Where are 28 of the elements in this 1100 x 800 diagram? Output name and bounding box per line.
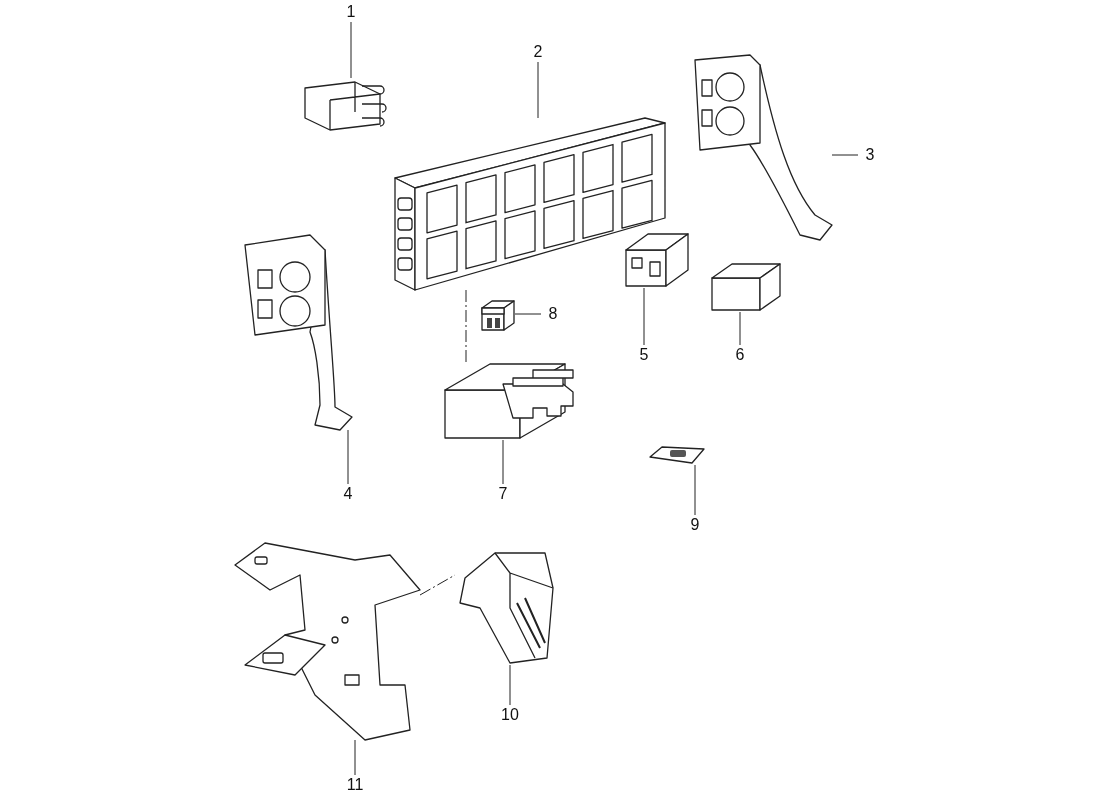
leader-line — [831, 154, 859, 156]
relay-drawing — [708, 262, 782, 312]
callout-number: 5 — [632, 345, 656, 365]
leader-line — [502, 439, 504, 485]
leader-line — [694, 464, 696, 516]
callout-number: 3 — [858, 145, 882, 165]
callout-number: 9 — [683, 515, 707, 535]
relay-drawing — [622, 232, 690, 288]
leader-line — [347, 429, 349, 485]
leader-line — [643, 287, 645, 346]
callout-number: 10 — [498, 705, 522, 725]
fuse-drawing — [480, 300, 515, 332]
callout-number: 8 — [541, 304, 565, 324]
callout-number: 4 — [336, 484, 360, 504]
callout-number: 2 — [526, 42, 550, 62]
fuse-box-drawing — [395, 118, 665, 290]
leader-line — [509, 664, 511, 706]
leader-line — [350, 21, 352, 79]
callout-number: 6 — [728, 345, 752, 365]
leader-line — [354, 739, 356, 776]
leader-line — [739, 311, 741, 346]
callout-number: 11 — [343, 775, 367, 795]
callout-number: 1 — [339, 2, 363, 22]
leader-line — [514, 313, 542, 315]
leader-line — [537, 61, 539, 119]
assembly-line — [465, 289, 467, 363]
callout-number: 7 — [491, 484, 515, 504]
plate-drawing — [648, 445, 706, 465]
